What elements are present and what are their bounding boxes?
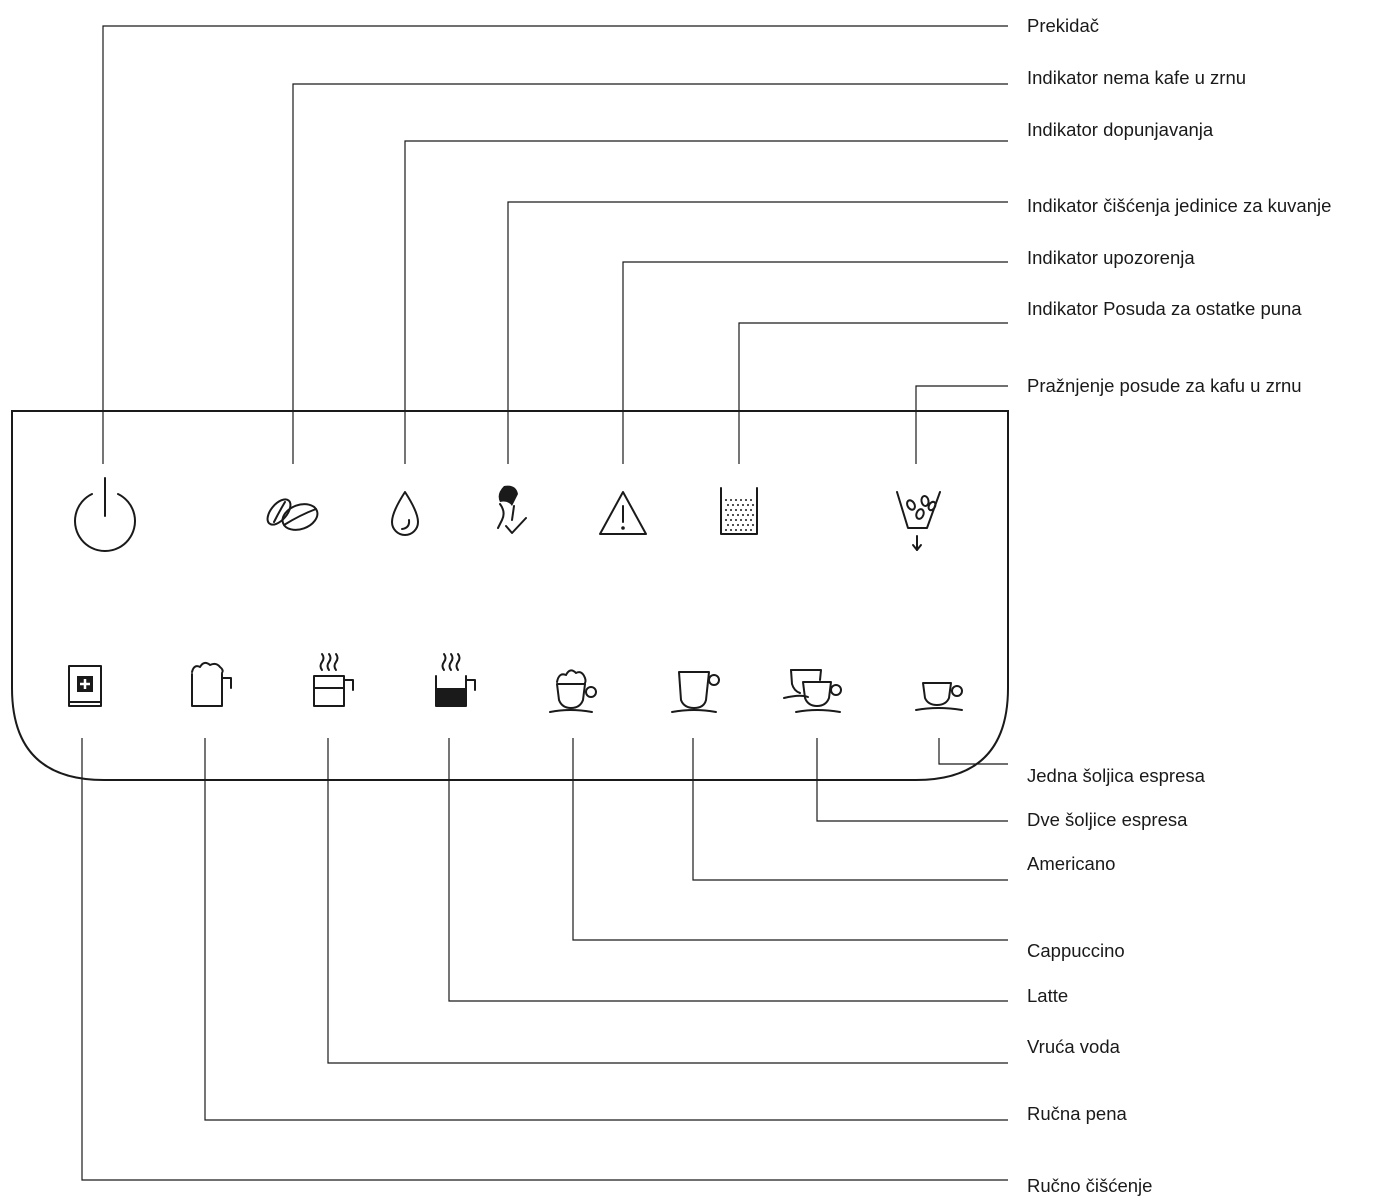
brew-unit-clean-icon (497, 485, 527, 534)
label-latte: Latte (1027, 985, 1069, 1006)
leader-line-brew-unit (507, 201, 1008, 464)
americano-icon[interactable] (671, 671, 720, 713)
label-refill: Indikator dopunjavanja (1027, 119, 1214, 140)
leader-line-hopper (915, 385, 1008, 464)
label-cappuccino: Cappuccino (1027, 940, 1125, 961)
cappuccino-icon[interactable] (549, 669, 597, 713)
label-warning: Indikator upozorenja (1027, 247, 1195, 268)
top-leader-lines (102, 25, 1008, 464)
leader-line-beans (292, 83, 1008, 464)
leader-line-americano (692, 738, 1008, 881)
label-grounds-full: Indikator Posuda za ostatke puna (1027, 298, 1302, 319)
empty-bean-hopper-icon (896, 491, 941, 551)
manual-cleaning-icon[interactable] (68, 665, 102, 707)
control-panel-outline (11, 410, 1009, 781)
leader-line-power (102, 25, 1008, 464)
leader-line-manual-froth (204, 738, 1008, 1121)
label-single-espresso: Jedna šoljica espresa (1027, 765, 1205, 786)
grounds-dots (725, 499, 754, 531)
leader-line-hot-water (327, 738, 1008, 1064)
double-espresso-icon[interactable] (783, 669, 842, 713)
leader-line-cappuccino (572, 738, 1008, 941)
label-power: Prekidač (1027, 15, 1099, 36)
leader-line-double-espresso (816, 738, 1008, 822)
label-americano: Americano (1027, 853, 1116, 874)
label-empty-hopper: Pražnjenje posude za kafu u zrnu (1027, 375, 1302, 396)
water-drop-icon (391, 491, 419, 536)
leader-line-warning (622, 261, 1008, 464)
manual-froth-icon[interactable] (191, 661, 232, 707)
coffee-beans-icon (266, 498, 319, 531)
grounds-container-icon (720, 487, 758, 535)
label-no-beans: Indikator nema kafe u zrnu (1027, 67, 1247, 88)
label-manual-cleaning: Ručno čišćenje (1027, 1175, 1153, 1196)
leader-line-grounds (738, 322, 1008, 464)
hot-water-icon[interactable] (313, 653, 354, 707)
latte-icon[interactable] (435, 653, 476, 707)
leader-line-refill (404, 140, 1008, 464)
single-espresso-icon[interactable] (915, 682, 963, 711)
warning-icon (599, 491, 647, 535)
power-icon[interactable] (74, 477, 136, 553)
leader-line-single-espresso (938, 738, 1008, 765)
leader-line-manual-cleaning (81, 738, 1008, 1181)
label-brew-unit-clean: Indikator čišćenja jedinice za kuvanje (1027, 195, 1332, 216)
label-double-espresso: Dve šoljice espresa (1027, 809, 1188, 830)
leader-line-latte (448, 738, 1008, 1002)
bottom-leader-lines (81, 738, 1008, 1181)
label-hot-water: Vruća voda (1027, 1036, 1120, 1057)
label-manual-froth: Ručna pena (1027, 1103, 1127, 1124)
